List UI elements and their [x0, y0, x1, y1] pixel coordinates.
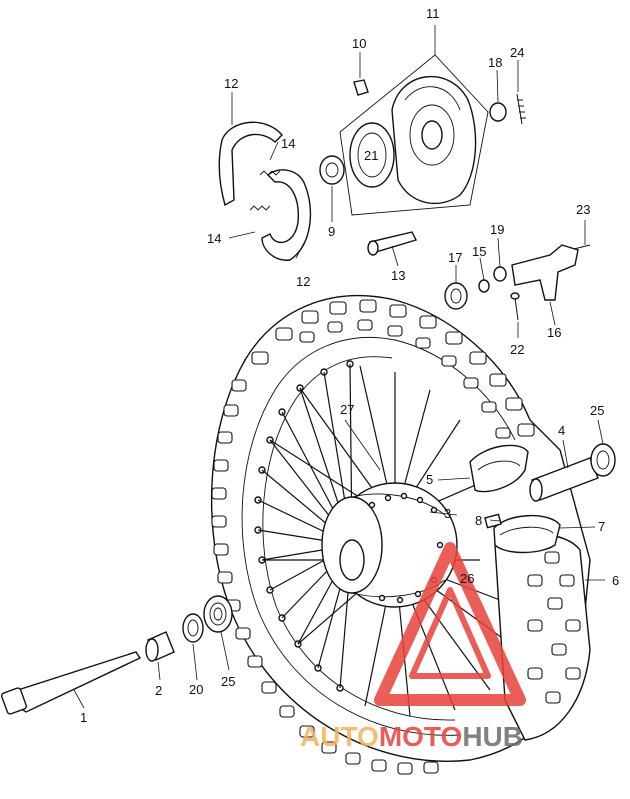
callout-27: 27 — [340, 402, 354, 417]
callout-21: 21 — [364, 148, 378, 163]
callout-8: 8 — [475, 513, 482, 528]
spring-14 — [249, 170, 281, 211]
watermark-text-hub: HUB — [462, 721, 523, 752]
valve-8 — [484, 513, 502, 529]
axle-1 — [0, 651, 142, 715]
callout-9: 9 — [328, 224, 335, 239]
callout-20: 20 — [189, 682, 203, 697]
brake-panel-11 — [339, 54, 489, 216]
watermark-text-auto: AUTO — [300, 721, 379, 752]
rim-band-7 — [493, 514, 561, 554]
callout-14b: 14 — [207, 231, 221, 246]
callout-labels: 1 2 3 4 5 6 7 8 9 10 11 12 12 13 14 14 1… — [80, 6, 619, 725]
callout-25b: 25 — [590, 403, 604, 418]
brake-arm-16 — [511, 244, 579, 301]
seal-21 — [349, 122, 395, 188]
callout-18: 18 — [488, 55, 502, 70]
callout-12a: 12 — [224, 76, 238, 91]
washer-15 — [478, 279, 490, 293]
callout-16: 16 — [547, 325, 561, 340]
distance-collar-4 — [529, 457, 599, 502]
watermark-text-moto: MOTO — [379, 721, 462, 752]
callout-24: 24 — [510, 45, 524, 60]
callout-19: 19 — [490, 222, 504, 237]
callout-10: 10 — [352, 36, 366, 51]
inner-tube-valve — [469, 444, 529, 493]
tire-section-6 — [494, 533, 591, 741]
brake-shoe-12-top — [218, 121, 283, 207]
tread-pattern — [211, 299, 535, 775]
leader-lines — [73, 25, 605, 709]
bolt-22 — [510, 292, 520, 321]
callout-6: 6 — [612, 573, 619, 588]
nut-10 — [353, 79, 369, 96]
wheel-hub — [321, 482, 458, 608]
collar-2 — [145, 631, 175, 662]
callout-3: 3 — [444, 506, 451, 521]
bearing-25-left — [203, 595, 233, 633]
pin-23 — [573, 244, 591, 250]
dust-seal-20 — [182, 613, 204, 643]
callout-12b: 12 — [296, 274, 310, 289]
callout-17: 17 — [448, 250, 462, 265]
brake-shoe-12-bottom — [261, 169, 312, 261]
svg-text:AUTOMOTOHUB: AUTOMOTOHUB — [300, 721, 523, 752]
callout-25a: 25 — [221, 674, 235, 689]
callout-22: 22 — [510, 342, 524, 357]
callout-5: 5 — [426, 472, 433, 487]
bearing-25-right — [590, 443, 616, 477]
callout-15: 15 — [472, 244, 486, 259]
pin-24 — [516, 93, 526, 125]
callout-11: 11 — [426, 6, 440, 21]
washer-19 — [493, 266, 507, 282]
callout-14a: 14 — [281, 136, 295, 151]
callout-2: 2 — [155, 683, 162, 698]
callout-13: 13 — [391, 268, 405, 283]
brake-cam-13 — [367, 231, 417, 256]
seal-17 — [444, 282, 468, 310]
callout-1: 1 — [80, 710, 87, 725]
callout-26: 26 — [460, 571, 474, 586]
callout-7: 7 — [598, 519, 605, 534]
nut-18 — [489, 102, 507, 122]
watermark-logo: AUTOMOTOHUB — [300, 542, 526, 752]
callout-4: 4 — [558, 423, 565, 438]
bearing-9 — [319, 155, 345, 185]
callout-23: 23 — [576, 202, 590, 217]
